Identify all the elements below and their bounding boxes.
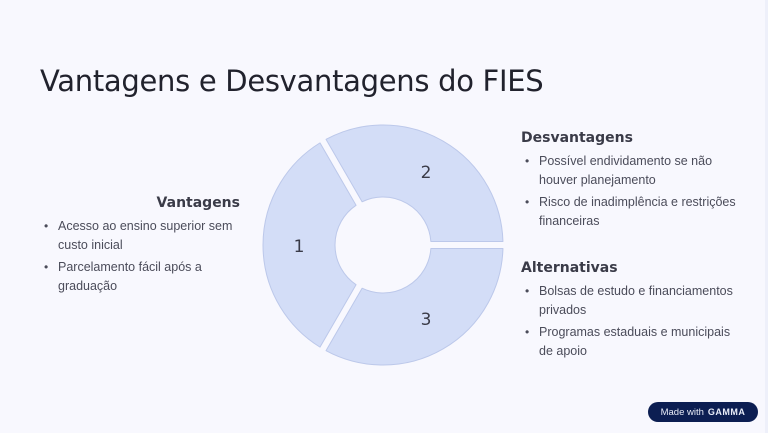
list-item: •Risco de inadimplência e restrições fin… [525, 195, 736, 228]
bullet-icon: • [44, 260, 49, 274]
page-title: Vantagens e Desvantagens do FIES [40, 64, 544, 98]
bullet-icon: • [525, 154, 530, 168]
section-vantagens: Vantagens •Acesso ao ensino superior sem… [40, 193, 240, 299]
section-alternativas: Alternativas •Bolsas de estudo e financi… [521, 258, 736, 364]
segment-label-1: 1 [294, 237, 305, 257]
made-with-gamma-badge[interactable]: Made with GAMMA [648, 402, 758, 422]
edge-strip [765, 0, 768, 433]
list-item: •Acesso ao ensino superior sem custo ini… [44, 219, 233, 252]
list-item: •Parcelamento fácil após a graduação [44, 260, 202, 293]
donut-segment-2 [325, 124, 504, 243]
section-heading-alternativas: Alternativas [521, 260, 618, 276]
gamma-logo: GAMMA [707, 407, 746, 417]
bullet-icon: • [44, 219, 49, 233]
bullet-icon: • [525, 325, 530, 339]
donut-segment-3 [325, 247, 504, 366]
donut-segment-1 [262, 142, 357, 348]
desvantagens-list: •Possível endividamento se não houver pl… [521, 152, 736, 231]
bullet-icon: • [525, 195, 530, 209]
vantagens-list: •Acesso ao ensino superior sem custo ini… [40, 217, 240, 296]
segment-label-3: 3 [421, 310, 432, 330]
segment-label-2: 2 [421, 163, 432, 183]
list-item: •Bolsas de estudo e financiamentos priva… [525, 284, 733, 317]
bullet-icon: • [525, 284, 530, 298]
section-desvantagens: Desvantagens •Possível endividamento se … [521, 128, 736, 234]
list-item: •Possível endividamento se não houver pl… [525, 154, 713, 187]
alternativas-list: •Bolsas de estudo e financiamentos priva… [521, 282, 736, 361]
badge-prefix: Made with [660, 406, 704, 418]
section-heading-desvantagens: Desvantagens [521, 130, 633, 146]
list-item: •Programas estaduais e municipais de apo… [525, 325, 731, 358]
section-heading-vantagens: Vantagens [156, 195, 240, 211]
